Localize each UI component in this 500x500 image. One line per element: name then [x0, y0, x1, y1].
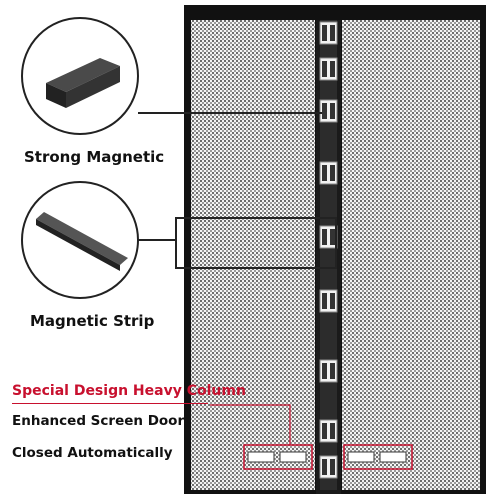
- screen-door: [184, 5, 486, 494]
- weight-bar: [379, 451, 407, 463]
- magnet: [330, 423, 335, 439]
- strong-magnetic-label: Strong Magnetic: [24, 148, 165, 166]
- magnet: [330, 61, 335, 77]
- magnet: [322, 459, 327, 475]
- left-weight-box: [243, 444, 313, 470]
- magnetic-strip-label: Magnetic Strip: [30, 312, 155, 330]
- magnet-block-top: [46, 58, 120, 92]
- door-top-band: [184, 5, 486, 20]
- bottom-weights: [247, 451, 407, 463]
- magnet: [322, 61, 327, 77]
- left-mesh-panel: [191, 20, 315, 490]
- magnet: [322, 103, 327, 119]
- special-design-label: Special Design Heavy Column: [12, 383, 246, 399]
- weight-bar: [247, 451, 275, 463]
- closed-automatically-label: Closed Automatically: [12, 445, 173, 461]
- special-design-underline: [12, 403, 208, 404]
- right-weight-box: [343, 444, 413, 470]
- magnet: [322, 363, 327, 379]
- magnet: [322, 423, 327, 439]
- strip-shape-side: [36, 219, 120, 271]
- weight-bar: [279, 451, 307, 463]
- magnetic-strip-callout: [21, 181, 337, 299]
- magnet: [330, 293, 335, 309]
- magnet-block-front: [66, 66, 120, 108]
- magnet: [330, 165, 335, 181]
- magnet-block-left: [46, 83, 66, 108]
- heavy-column-leader: [210, 404, 291, 445]
- magnet: [330, 459, 335, 475]
- magnet: [322, 293, 327, 309]
- magnet: [330, 229, 335, 245]
- strip-shape-top: [36, 212, 128, 265]
- magnet: [322, 25, 327, 41]
- magnet: [330, 363, 335, 379]
- magnet: [330, 103, 335, 119]
- heavy-column-callouts: [210, 404, 413, 470]
- strip-highlight-box: [175, 217, 337, 269]
- magnet: [322, 229, 327, 245]
- enhanced-door-label: Enhanced Screen Door: [12, 413, 185, 429]
- weight-bar: [347, 451, 375, 463]
- right-mesh-panel: [342, 20, 480, 490]
- magnet: [322, 165, 327, 181]
- magnet-column: [319, 21, 338, 479]
- magnet: [330, 25, 335, 41]
- strong-magnetic-callout: [21, 17, 322, 135]
